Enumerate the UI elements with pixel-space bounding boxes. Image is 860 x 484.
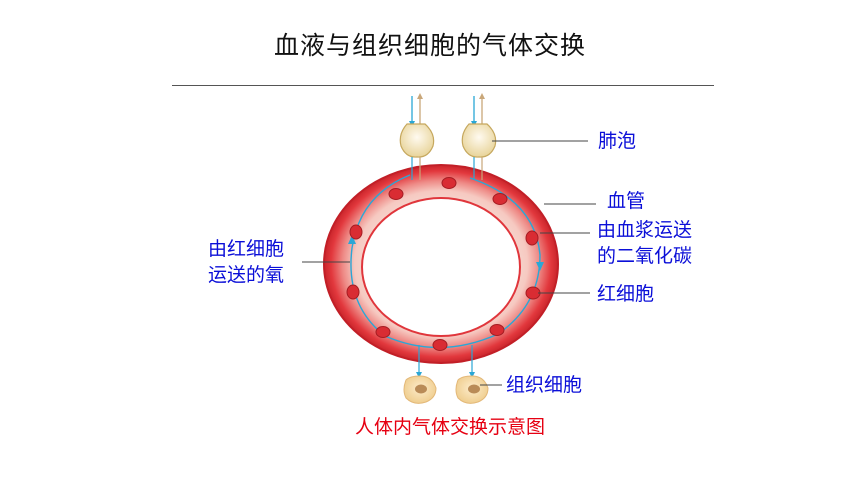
alveolus-icon <box>461 123 497 158</box>
label-red-blood-cell: 红细胞 <box>597 283 655 305</box>
label-vessel: 血管 <box>607 190 646 212</box>
label-alveolus: 肺泡 <box>598 130 637 152</box>
leader-lines <box>302 140 596 386</box>
red-blood-cell-icon <box>375 326 391 338</box>
label-plasma-co2-line2: 的二氧化碳 <box>597 245 693 267</box>
red-blood-cell-icon <box>492 193 508 205</box>
label-rbc-o2-line2: 运送的氧 <box>208 264 285 286</box>
red-blood-cell-icon <box>441 177 457 189</box>
red-blood-cell-icon <box>525 286 541 300</box>
blood-vessel-ring <box>323 164 559 364</box>
red-blood-cell-icon <box>525 230 539 246</box>
title-divider <box>172 85 714 86</box>
red-blood-cell-icon <box>388 188 404 200</box>
alveoli <box>399 93 497 180</box>
red-blood-cell-icon <box>349 224 363 240</box>
label-tissue-cell: 组织细胞 <box>506 374 583 396</box>
red-blood-cell-icon <box>432 339 448 351</box>
red-blood-cell-icon <box>346 284 360 300</box>
page-title: 血液与组织细胞的气体交换 <box>273 31 586 60</box>
label-rbc-o2-line1: 由红细胞 <box>208 238 285 260</box>
alveolus-icon <box>399 123 435 158</box>
diagram-caption: 人体内气体交换示意图 <box>354 416 545 438</box>
label-plasma-co2-line1: 由血浆运送 <box>597 219 693 241</box>
flow-arrow-icon <box>348 235 356 244</box>
red-blood-cell-icon <box>489 324 505 336</box>
tissue-cells <box>403 345 489 404</box>
red-blood-cells <box>346 177 541 351</box>
flow-arrow-icon <box>536 262 544 271</box>
